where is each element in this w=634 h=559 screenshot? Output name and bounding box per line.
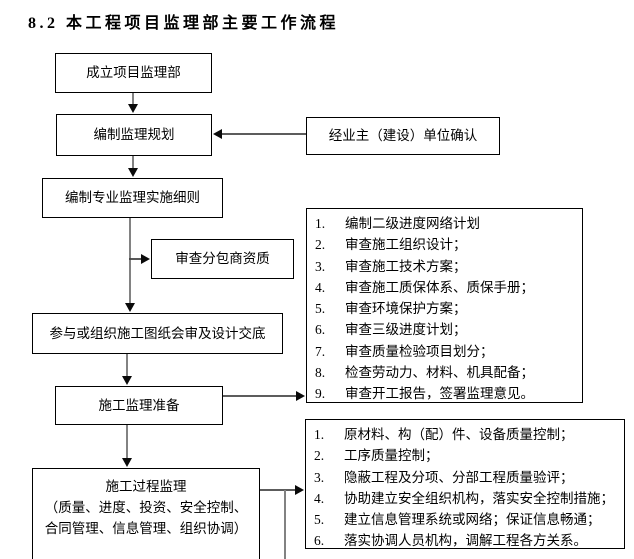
list-item: 3.隐蔽工程及分项、分部工程质量验评； [314, 469, 574, 485]
flow-box-label: 编制专业监理实施细则 [65, 190, 200, 205]
arrow-establish-to-plan [128, 93, 138, 113]
list-item: 1.原材料、构（配）件、设备质量控制； [314, 427, 574, 442]
arrow-rules-to-drawing-review [125, 218, 135, 312]
task-list-process-supervision: 1.原材料、构（配）件、设备质量控制； 2.工序质量控制； 3.隐蔽工程及分项、分部… [305, 419, 625, 549]
flow-box-label: 编制监理规划 [93, 127, 175, 142]
flow-box-detailed-rules: 编制专业监理实施细则 [42, 178, 223, 218]
flow-box-process-supervision: 施工过程监理 （质量、进度、投资、安全控制、 合同管理、信息管理、组织协调） [32, 468, 260, 559]
arrow-prep-to-process [122, 425, 132, 467]
list-item: 5.建立信息管理系统或网络；保证信息畅通； [314, 512, 601, 528]
list-item: 3.审查施工技术方案； [315, 258, 467, 274]
flow-box-drawing-review: 参与或组织施工图纸会审及设计交底 [32, 313, 283, 354]
arrow-owner-confirm-to-plan [213, 129, 306, 139]
list-item: 4.审查施工质保体系、质保手册； [315, 279, 534, 295]
flow-box-compile-plan: 编制监理规划 [56, 114, 212, 156]
arrow-prep-to-preparation-list [223, 391, 305, 401]
list-item: 6.审查三级进度计划； [315, 322, 467, 338]
arrow-drawing-review-to-prep [122, 354, 132, 385]
list-item: 1.编制二级进度网络计划 [315, 216, 480, 231]
task-list-preparation: 1.编制二级进度网络计划 2.审查施工组织设计； 3.审查施工技术方案； 4.审查施工… [306, 208, 583, 403]
flow-box-label: 参与或组织施工图纸会审及设计交底 [49, 325, 266, 341]
list-item: 4.协助建立安全组织机构，落实安全控制措施； [314, 490, 614, 506]
list-item: 7.审查质量检验项目划分； [315, 343, 494, 359]
flow-box-label: 成立项目监理部 [86, 65, 181, 80]
flow-box-label: 经业主（建设）单位确认 [328, 128, 478, 143]
page-title: 8.2 本工程项目监理部主要工作流程 [28, 15, 340, 32]
flow-box-label: 审查分包商资质 [175, 251, 270, 266]
flow-box-establish-dept: 成立项目监理部 [55, 53, 212, 93]
list-item: 5.审查环境保护方案； [315, 301, 467, 317]
list-item: 8.检查劳动力、材料、机具配备； [315, 365, 534, 381]
flow-box-owner-confirmation: 经业主（建设）单位确认 [306, 117, 500, 155]
flow-box-label-line1: 施工过程监理 [105, 479, 187, 494]
list-item: 2.审查施工组织设计； [315, 237, 467, 253]
flow-box-subcontractor-review: 审查分包商资质 [151, 239, 294, 279]
flow-box-supervision-prep: 施工监理准备 [55, 386, 223, 425]
flow-box-label: 施工监理准备 [98, 397, 180, 413]
flow-box-label-line2: （质量、进度、投资、安全控制、 [44, 500, 248, 515]
flow-box-label-line3: 合同管理、信息管理、组织协调） [44, 521, 248, 536]
list-item: 6.落实协调人员机构，调解工程各方关系。 [314, 533, 587, 549]
arrow-branch-to-subcontractor [129, 254, 150, 264]
arrow-process-to-task-list [260, 485, 304, 495]
list-item: 9.审查开工报告，签署监理意见。 [315, 386, 534, 402]
list-item: 2.工序质量控制； [314, 448, 439, 464]
arrow-plan-to-rules [128, 156, 138, 177]
